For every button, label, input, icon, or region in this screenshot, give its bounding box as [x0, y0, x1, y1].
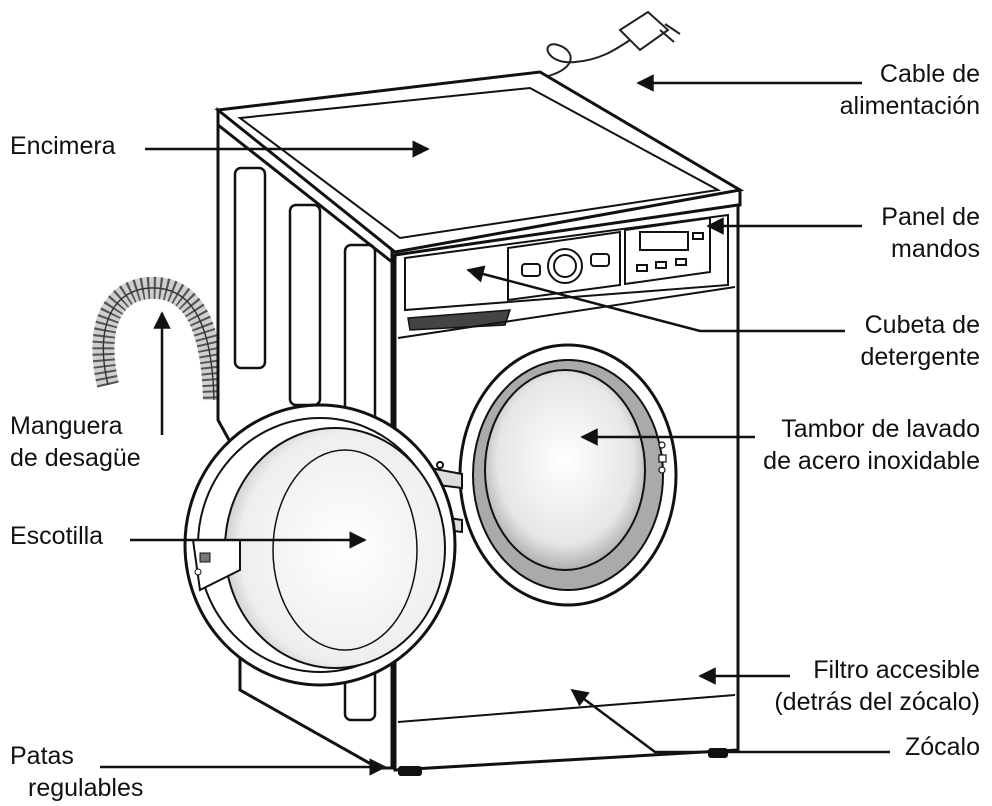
leader-cubeta [466, 265, 845, 333]
label-manguera-line2: de desagüe [10, 444, 141, 472]
label-cubeta-line2: detergente [860, 343, 980, 371]
label-zocalo: Zócalo [905, 731, 980, 763]
label-manguera-line1: Manguera [10, 412, 123, 440]
label-encimera-line1: Encimera [10, 132, 116, 160]
power-cable [539, 10, 681, 79]
label-manguera-de-desague: Manguera de desagüe [10, 410, 141, 474]
label-zocalo-line1: Zócalo [904, 733, 980, 761]
label-cable-de-alimentacion: Cable de alimentación [840, 58, 980, 122]
label-filtro-line1: Filtro accesible [813, 656, 980, 684]
label-cubeta-line1: Cubeta de [864, 311, 980, 339]
label-patas-regulables: Patas regulables [10, 740, 143, 804]
label-tambor-line2: de acero inoxidable [763, 447, 980, 475]
control-panel [507, 216, 711, 302]
label-filtro-accesible: Filtro accesible (detrás del zócalo) [774, 654, 980, 718]
drain-hose [92, 276, 225, 401]
label-cable-line2: alimentación [839, 92, 980, 120]
leader-lines [100, 74, 890, 776]
label-cable-line1: Cable de [879, 60, 980, 88]
label-panel-line2: mandos [891, 235, 980, 263]
label-tambor-line1: Tambor de lavado [781, 415, 980, 443]
label-encimera: Encimera [10, 130, 116, 162]
door [183, 403, 457, 687]
label-panel-de-mandos: Panel de mandos [881, 201, 980, 265]
label-filtro-line2: (detrás del zócalo) [774, 688, 980, 716]
label-panel-line1: Panel de [881, 203, 980, 231]
label-patas-line1: Patas [10, 742, 74, 770]
label-patas-line2: regulables [28, 774, 144, 802]
label-tambor-de-lavado: Tambor de lavado de acero inoxidable [763, 413, 980, 477]
leader-zocalo [570, 688, 890, 754]
worktop [214, 70, 745, 264]
label-cubeta-de-detergente: Cubeta de detergente [860, 309, 980, 373]
drum [458, 343, 678, 607]
adjustable-feet [398, 748, 728, 776]
label-escotilla: Escotilla [10, 520, 103, 552]
label-escotilla-line1: Escotilla [10, 522, 104, 550]
